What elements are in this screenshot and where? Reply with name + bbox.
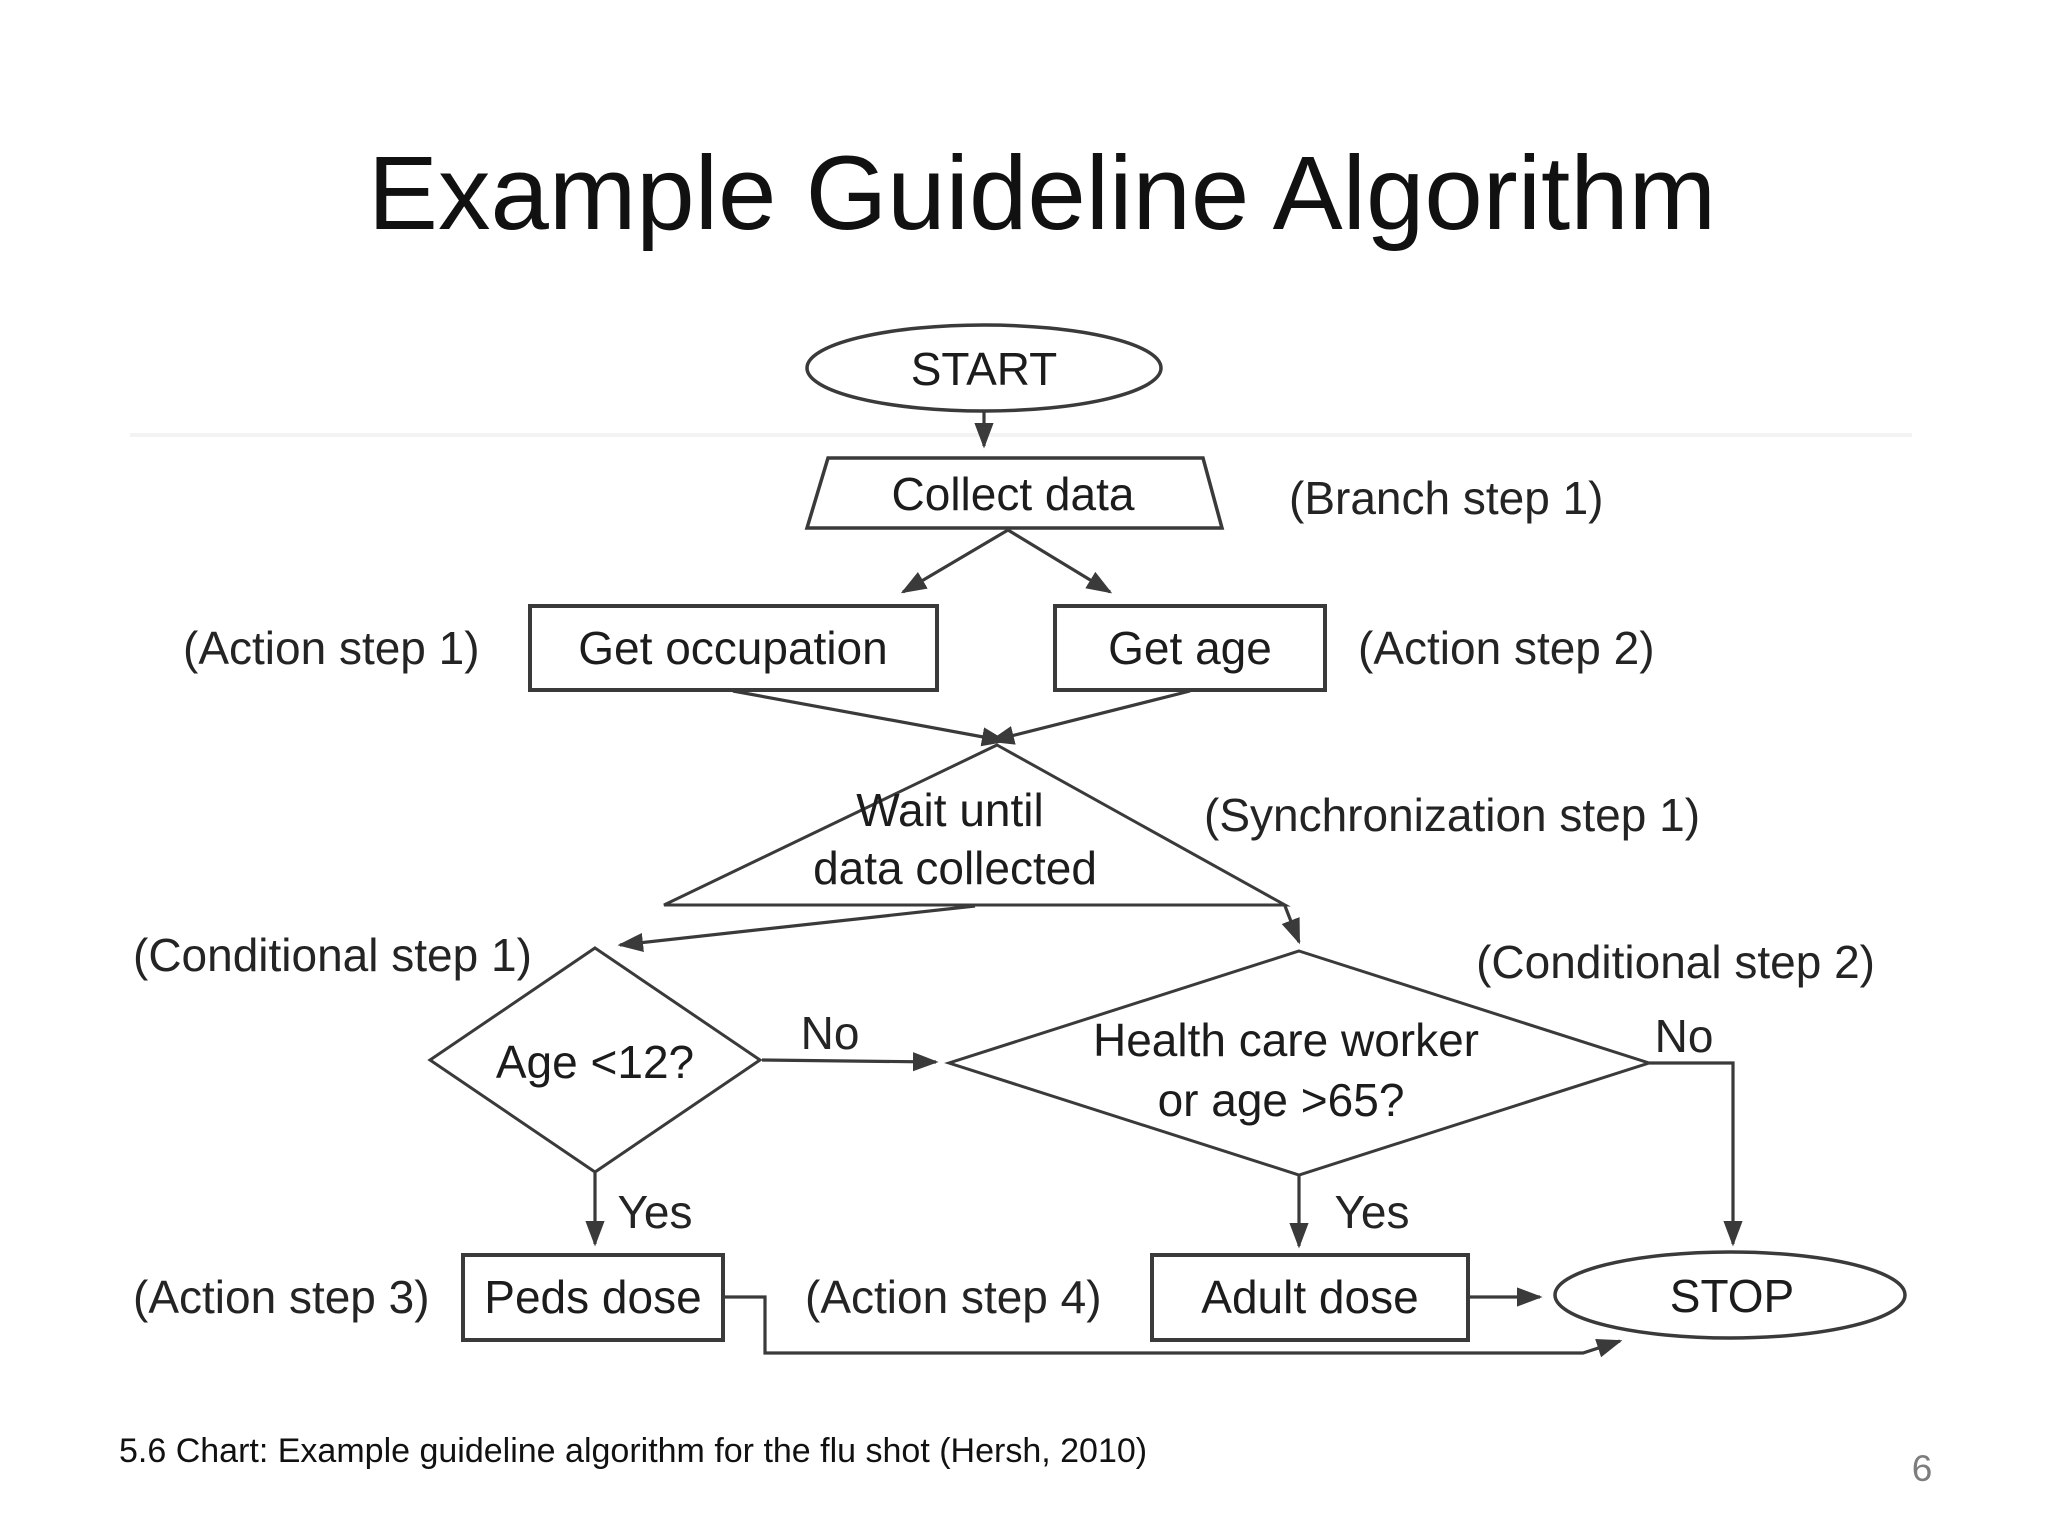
wait-until-label-line1: Wait until bbox=[856, 784, 1043, 836]
edge-get-occupation-to-wait bbox=[732, 689, 1008, 747]
start-label: START bbox=[911, 343, 1058, 395]
start-terminator-shape bbox=[805, 323, 1163, 413]
collect-data-input-shape bbox=[804, 456, 1225, 530]
stop-terminator-shape bbox=[1553, 1250, 1907, 1340]
get-occupation-label: Get occupation bbox=[578, 622, 887, 674]
edge-age-no-to-hcw bbox=[761, 1052, 939, 1072]
get-age-label: Get age bbox=[1108, 622, 1272, 674]
get-age-process-shape bbox=[1053, 604, 1327, 692]
annotation-action-step-3: (Action step 3) bbox=[133, 1271, 430, 1323]
hcw-decision-label-line1: Health care worker bbox=[1093, 1014, 1479, 1066]
page-number: 6 bbox=[1912, 1448, 1933, 1489]
stop-label: STOP bbox=[1670, 1270, 1794, 1322]
slide-caption: 5.6 Chart: Example guideline algorithm f… bbox=[119, 1432, 1147, 1470]
wait-until-label-line2: data collected bbox=[813, 842, 1097, 894]
edge-label-age-no: No bbox=[801, 1007, 860, 1059]
edge-label-hcw-no: No bbox=[1655, 1010, 1714, 1062]
annotation-action-step-1: (Action step 1) bbox=[183, 622, 480, 674]
hcw-decision-label-line2: or age >65? bbox=[1158, 1074, 1405, 1126]
edge-label-hcw-yes: Yes bbox=[1334, 1186, 1409, 1238]
page-title: Example Guideline Algorithm bbox=[368, 135, 1716, 252]
edge-collect-to-get-age bbox=[1007, 528, 1113, 594]
hcw-decision-shape bbox=[944, 949, 1654, 1177]
annotation-action-step-2: (Action step 2) bbox=[1358, 622, 1655, 674]
get-occupation-process-shape bbox=[528, 604, 939, 692]
edge-label-age-yes: Yes bbox=[617, 1186, 692, 1238]
annotation-conditional-step-1: (Conditional step 1) bbox=[133, 929, 532, 981]
annotation-branch-step-1: (Branch step 1) bbox=[1289, 472, 1603, 524]
age-decision-label: Age <12? bbox=[496, 1036, 694, 1088]
adult-dose-process-shape bbox=[1150, 1253, 1470, 1342]
annotation-action-step-4: (Action step 4) bbox=[805, 1271, 1102, 1323]
peds-dose-process-shape bbox=[461, 1253, 725, 1342]
flowchart-image-edge-artifact bbox=[130, 433, 1912, 437]
annotation-conditional-step-2: (Conditional step 2) bbox=[1476, 936, 1875, 988]
age-decision-shape bbox=[427, 946, 763, 1174]
edge-wait-to-hcw-decision bbox=[1281, 905, 1301, 945]
edge-hcw-no-to-stop bbox=[1649, 1061, 1743, 1247]
collect-data-label: Collect data bbox=[892, 468, 1135, 520]
edge-get-age-to-wait bbox=[988, 689, 1191, 745]
adult-dose-label: Adult dose bbox=[1201, 1271, 1418, 1323]
edge-collect-to-get-occupation bbox=[900, 528, 1009, 594]
peds-dose-label: Peds dose bbox=[484, 1271, 701, 1323]
edge-wait-to-age-decision bbox=[617, 904, 976, 953]
annotation-synchronization-step-1: (Synchronization step 1) bbox=[1204, 789, 1700, 841]
edge-peds-to-stop bbox=[724, 1295, 1623, 1358]
